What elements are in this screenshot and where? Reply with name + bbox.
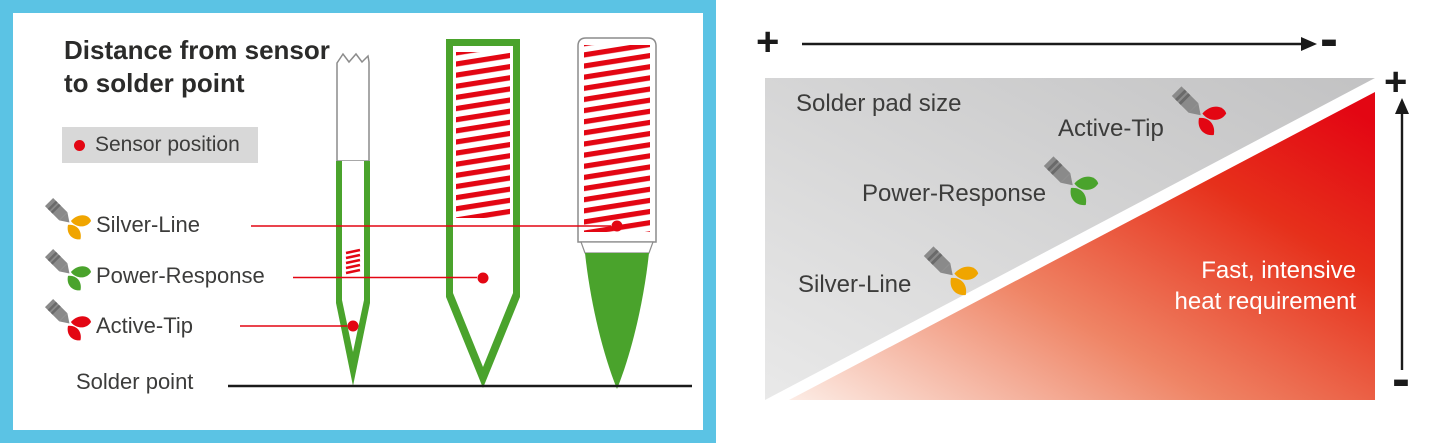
page-title: Distance from sensor to solder point — [64, 34, 330, 100]
sensor-dots — [347, 220, 623, 332]
y-axis-plus: + — [1384, 60, 1408, 104]
right-label-active-tip: Active-Tip — [1058, 115, 1164, 142]
label-active-tip: Active-Tip — [96, 313, 193, 338]
active-tip-icon-chart — [1171, 86, 1227, 136]
x-axis-plus: + — [756, 20, 780, 64]
sensor-dot-icon — [74, 139, 85, 151]
active-tip-icon — [44, 298, 92, 341]
right-label-silver-line: Silver-Line — [798, 271, 912, 298]
tip-illustration-1 — [336, 52, 370, 386]
y-axis-minus: - — [1392, 349, 1410, 409]
heat-note-line2: heat requirement — [1174, 288, 1356, 315]
silver-line-tip-icon — [44, 197, 92, 240]
x-axis-minus: - — [1320, 9, 1338, 69]
sensor-connector-lines — [240, 225, 611, 327]
solder-pad-size-label: Solder pad size — [796, 90, 962, 117]
sensor-position-legend: Sensor position — [62, 127, 258, 163]
heat-requirement-chart — [765, 37, 1409, 400]
page-title-line1: Distance from sensor — [64, 35, 330, 65]
y-axis-arrow — [1395, 98, 1409, 370]
tip-illustrations — [228, 37, 692, 389]
heat-note-line1: Fast, intensive — [1201, 257, 1356, 284]
heat-requirement-note: Fast, intensive heat requirement — [1120, 255, 1356, 317]
solder-pad-size-area — [765, 78, 1375, 400]
page-title-line2: to solder point — [64, 68, 245, 98]
tip-illustration-2 — [446, 39, 520, 388]
power-response-tip-icon — [44, 248, 92, 291]
solder-point-label: Solder point — [76, 369, 194, 394]
power-response-tip-icon-chart — [1043, 156, 1099, 206]
legend-label: Sensor position — [95, 133, 240, 156]
heat-requirement-area — [789, 92, 1375, 400]
label-power-response: Power-Response — [96, 263, 265, 288]
right-label-power-response: Power-Response — [862, 180, 1047, 207]
silver-line-tip-icon-chart — [923, 246, 979, 296]
x-axis-arrow — [802, 37, 1317, 51]
label-silver-line: Silver-Line — [96, 212, 200, 237]
tip-illustration-3 — [577, 37, 657, 389]
